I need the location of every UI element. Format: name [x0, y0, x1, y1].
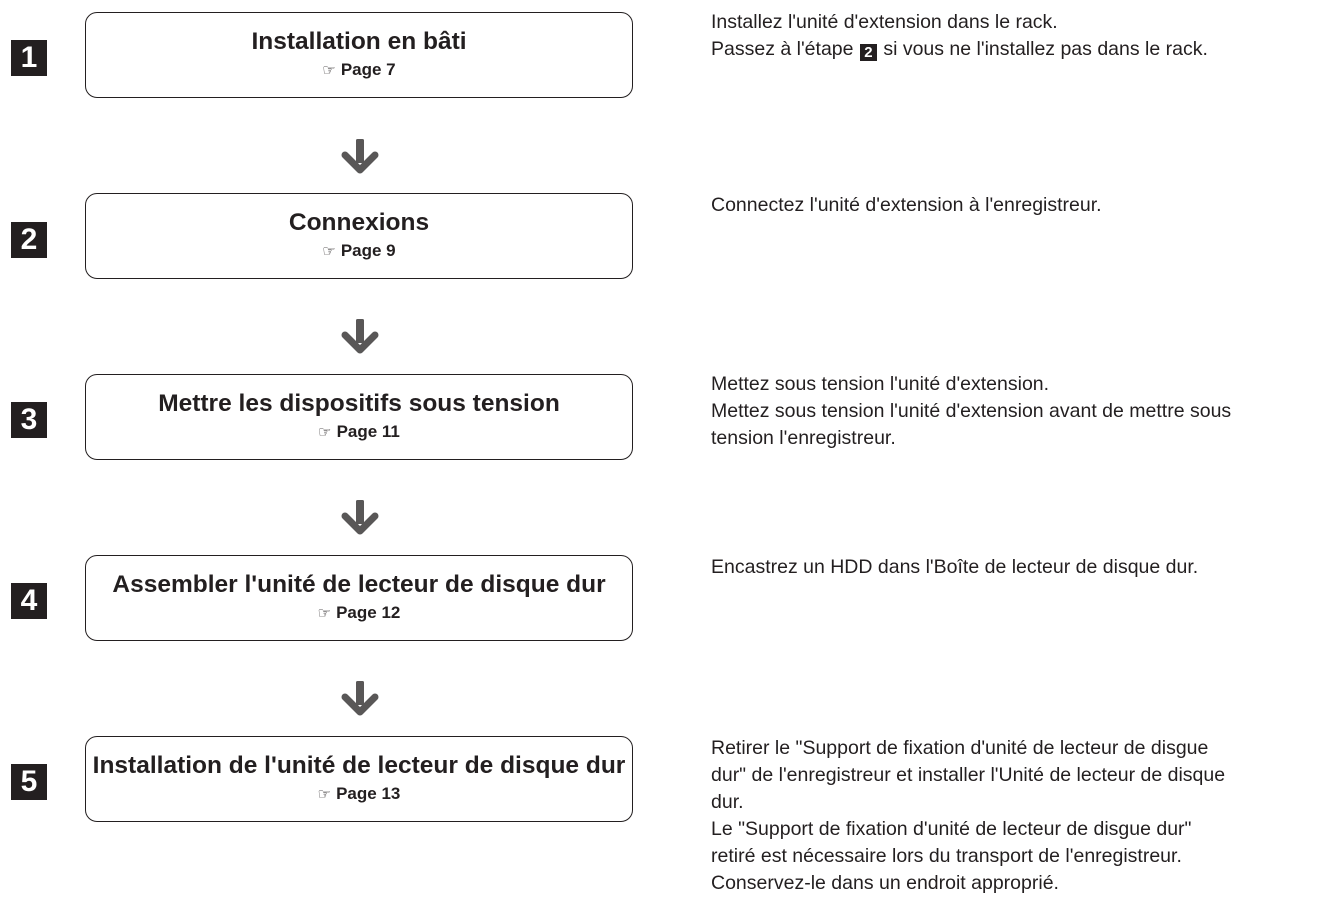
description-line: tension l'enregistreur. — [711, 427, 896, 449]
description-line: dur" de l'enregistreur et installer l'Un… — [711, 764, 1226, 786]
step-description: Encastrez un HDD dans l'Boîte de lecteur… — [711, 554, 1341, 581]
page-reference-label: Page 9 — [340, 241, 396, 260]
step-number-badge: 2 — [11, 222, 47, 258]
description-line: Le "Support de fixation d'unité de lecte… — [711, 818, 1192, 840]
step-title: Assembler l'unité de lecteur de disque d… — [112, 571, 606, 598]
down-arrow-icon — [341, 681, 379, 716]
description-text: Passez à l'étape — [711, 38, 859, 60]
description-line: Passez à l'étape 2 si vous ne l'installe… — [711, 36, 1341, 63]
step-title: Mettre les dispositifs sous tension — [158, 390, 560, 417]
description-line: retiré est nécessaire lors du transport … — [711, 845, 1182, 867]
step-title: Connexions — [288, 209, 430, 236]
page-reference[interactable]: ☞Page 12 — [318, 601, 401, 626]
step-number-badge: 4 — [11, 583, 47, 619]
step-number-badge: 5 — [11, 764, 47, 800]
page-reference[interactable]: ☞Page 7 — [322, 58, 395, 83]
pointing-hand-icon: ☞ — [317, 786, 332, 803]
description-text: si vous ne l'installez pas dans le rack. — [877, 38, 1208, 60]
description-line: Installez l'unité d'extension dans le ra… — [711, 11, 1058, 33]
page-reference-label: Page 13 — [336, 784, 401, 803]
down-arrow-icon — [341, 500, 379, 535]
step-description: Retirer le "Support de fixation d'unité … — [711, 735, 1341, 897]
down-arrow-icon — [341, 139, 379, 174]
pointing-hand-icon: ☞ — [318, 424, 332, 441]
pointing-hand-icon: ☞ — [322, 243, 336, 260]
description-line: dur. — [711, 791, 744, 813]
step-description: Connectez l'unité d'extension à l'enregi… — [711, 192, 1341, 219]
step-title: Installation de l'unité de lecteur de di… — [92, 752, 626, 779]
step-box-installation-en-bati: Installation en bâti ☞Page 7 — [85, 12, 633, 98]
step-description: Mettez sous tension l'unité d'extension.… — [711, 371, 1341, 452]
step-number-badge: 3 — [11, 402, 47, 438]
inline-step-badge: 2 — [859, 44, 877, 61]
step-box-assembler-unite: Assembler l'unité de lecteur de disque d… — [85, 555, 633, 641]
description-line: Mettez sous tension l'unité d'extension … — [711, 400, 1232, 422]
step-box-installation-unite: Installation de l'unité de lecteur de di… — [85, 736, 633, 822]
description-line: Connectez l'unité d'extension à l'enregi… — [711, 194, 1102, 216]
step-title: Installation en bâti — [251, 28, 467, 55]
step-number-badge: 1 — [11, 40, 47, 76]
description-line: Encastrez un HDD dans l'Boîte de lecteur… — [711, 556, 1199, 578]
description-line: Mettez sous tension l'unité d'extension. — [711, 373, 1050, 395]
step-box-mettre-sous-tension: Mettre les dispositifs sous tension ☞Pag… — [85, 374, 633, 460]
pointing-hand-icon: ☞ — [317, 605, 332, 622]
step-description: Installez l'unité d'extension dans le ra… — [711, 9, 1341, 63]
page-reference[interactable]: ☞Page 13 — [318, 782, 401, 807]
page-reference-label: Page 12 — [336, 603, 401, 622]
description-line: Conservez-le dans un endroit approprié. — [711, 872, 1059, 894]
page-reference[interactable]: ☞Page 11 — [318, 420, 400, 445]
step-box-connexions: Connexions ☞Page 9 — [85, 193, 633, 279]
down-arrow-icon — [341, 319, 379, 354]
page-reference-label: Page 11 — [336, 422, 400, 441]
page-reference[interactable]: ☞Page 9 — [322, 239, 395, 264]
page-reference-label: Page 7 — [340, 60, 396, 79]
description-line: Retirer le "Support de fixation d'unité … — [711, 737, 1209, 759]
pointing-hand-icon: ☞ — [322, 62, 336, 79]
